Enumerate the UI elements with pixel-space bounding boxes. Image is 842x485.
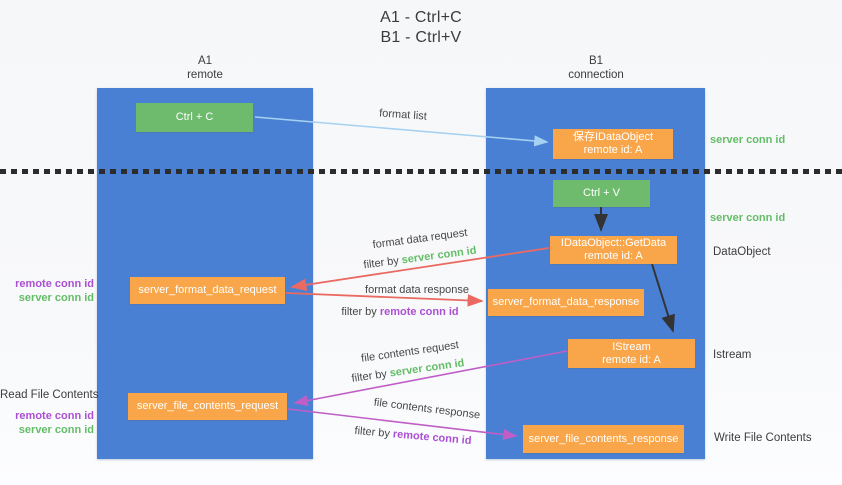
remote-conn-id-text: remote conn id <box>15 410 94 422</box>
server-file-contents-response-label: server_file_contents_response <box>528 432 679 445</box>
filter-by-text: filter by <box>341 306 377 318</box>
filter-by-text: filter by <box>362 254 400 272</box>
node-istream: IStream remote id: A <box>568 339 695 368</box>
node-idataobject-getdata: IDataObject::GetData remote id: A <box>550 236 677 264</box>
filter-by-text: filter by <box>354 424 391 440</box>
title-line-1: A1 - Ctrl+C <box>380 9 462 26</box>
file-contents-response-label: file contents response <box>373 396 481 422</box>
format-data-response-label: format data response <box>365 284 469 296</box>
left-conn-id-labels-format: remote conn id server conn id <box>0 277 94 305</box>
node-ctrl-v: Ctrl + V <box>553 180 650 207</box>
diagram-title: A1 - Ctrl+C B1 - Ctrl+V <box>380 8 462 48</box>
phase-separator-line <box>0 169 842 174</box>
ctrl-c-label: Ctrl + C <box>175 111 214 123</box>
title-line-2: B1 - Ctrl+V <box>380 29 462 46</box>
server-conn-id-text: server conn id <box>18 424 94 436</box>
node-ctrl-c: Ctrl + C <box>136 103 253 132</box>
left-conn-id-labels-file: remote conn id server conn id <box>0 409 94 437</box>
lane-a1-id: A1 <box>197 55 213 67</box>
dataobject-label: DataObject <box>713 246 771 258</box>
read-file-contents-label: Read File Contents <box>0 389 99 401</box>
right-server-conn-id-paste: server conn id <box>710 212 786 224</box>
server-format-data-response-label: server_format_data_response <box>492 296 640 308</box>
ctrl-v-label: Ctrl + V <box>583 187 620 199</box>
server-format-data-request-label: server_format_data_request <box>138 284 277 296</box>
save-dataobject-line1: 保存IDataObject <box>572 131 654 143</box>
write-file-contents-label: Write File Contents <box>714 432 812 444</box>
lane-header-b1: B1 connection <box>568 54 624 82</box>
getdata-line1: IDataObject::GetData <box>560 237 667 249</box>
right-server-conn-id-top: server conn id <box>710 134 786 146</box>
remote-conn-id-text: remote conn id <box>15 278 94 290</box>
istream-line1: IStream <box>612 340 651 353</box>
server-file-contents-request-label: server_file_contents_request <box>136 400 279 412</box>
remote-conn-id-text: remote conn id <box>392 428 472 448</box>
istream-side-label: Istream <box>713 349 752 361</box>
node-server-file-contents-request: server_file_contents_request <box>128 393 287 420</box>
format-list-label: format list <box>378 107 428 123</box>
filter-by-text: filter by <box>350 368 388 385</box>
node-save-dataobject: 保存IDataObject remote id: A <box>553 129 673 159</box>
getdata-line2: remote id: A <box>584 250 643 262</box>
node-server-format-data-request: server_format_data_request <box>130 277 285 304</box>
server-conn-id-text: server conn id <box>401 244 478 267</box>
server-conn-id-text: server conn id <box>18 292 94 304</box>
lane-a1-role: remote <box>187 69 223 81</box>
lane-b1-role: connection <box>568 69 624 81</box>
save-dataobject-line2: remote id: A <box>583 144 643 156</box>
lane-header-a1: A1 remote <box>187 54 223 82</box>
remote-conn-id-text: remote conn id <box>379 306 459 318</box>
node-server-format-data-response: server_format_data_response <box>488 289 644 316</box>
lane-b1-id: B1 <box>588 55 604 67</box>
istream-line2: remote id: A <box>602 353 661 366</box>
server-conn-id-text: server conn id <box>388 357 466 380</box>
node-server-file-contents-response: server_file_contents_response <box>523 425 684 453</box>
